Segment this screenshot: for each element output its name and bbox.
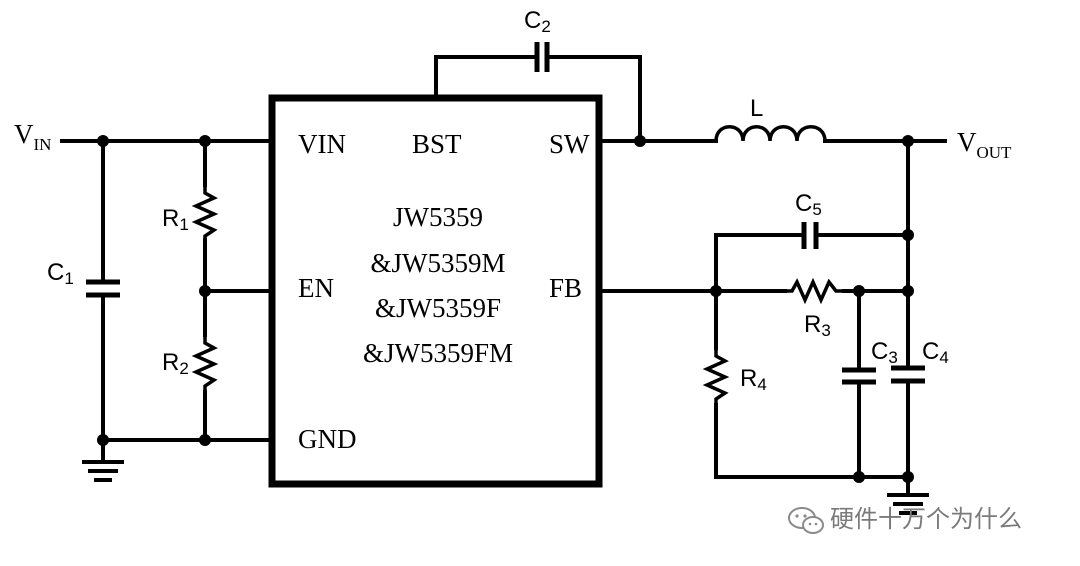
capacitor-c4 xyxy=(891,365,925,384)
pin-label-bst: BST xyxy=(412,129,462,159)
label-r3: R3 xyxy=(804,311,831,340)
watermark-text: 硬件十万个为什么 xyxy=(830,505,1022,533)
chip-name-3: &JW5359F xyxy=(375,293,501,323)
label-c5: C5 xyxy=(795,190,822,219)
label-r1: R1 xyxy=(162,205,189,234)
net-label-vin: VIN xyxy=(14,119,51,154)
pin-label-fb: FB xyxy=(549,273,582,303)
resistor-r4 xyxy=(702,348,730,405)
resistor-r2 xyxy=(191,335,219,392)
resistor-r3 xyxy=(785,277,844,305)
label-r4: R4 xyxy=(740,365,767,394)
label-c3: C3 xyxy=(871,338,898,367)
watermark: 硬件十万个为什么 xyxy=(788,505,1022,534)
label-l: L xyxy=(750,95,763,122)
net-label-vout: VOUT xyxy=(957,127,1012,162)
chip-body xyxy=(268,94,603,488)
junction-dots-left xyxy=(97,135,211,446)
pin-label-en: EN xyxy=(298,273,334,303)
label-c2: C2 xyxy=(524,7,551,36)
wechat-icon xyxy=(788,507,824,534)
capacitor-c3 xyxy=(842,367,876,385)
resistor-r1 xyxy=(191,185,219,240)
capacitor-c2 xyxy=(534,42,550,72)
label-c4: C4 xyxy=(922,338,949,367)
pin-label-vin: VIN xyxy=(298,129,346,159)
chip-name-1: JW5359 xyxy=(393,202,483,232)
chip-name-2: &JW5359M xyxy=(371,248,506,278)
inductor-l xyxy=(714,125,827,142)
input-wires xyxy=(60,139,274,462)
capacitor-c1 xyxy=(86,279,120,298)
chip-name-4: &JW5359FM xyxy=(363,338,513,368)
pin-label-sw: SW xyxy=(549,129,590,159)
bootstrap-wires xyxy=(434,55,642,143)
label-c1: C1 xyxy=(47,259,74,288)
label-r2: R2 xyxy=(162,349,189,378)
ground-symbol-right xyxy=(887,493,929,515)
junction-dots-right xyxy=(634,135,914,483)
output-wires xyxy=(597,139,947,495)
pin-label-gnd: GND xyxy=(298,424,357,454)
ground-symbol-left xyxy=(82,460,124,482)
capacitor-c5 xyxy=(801,222,819,249)
